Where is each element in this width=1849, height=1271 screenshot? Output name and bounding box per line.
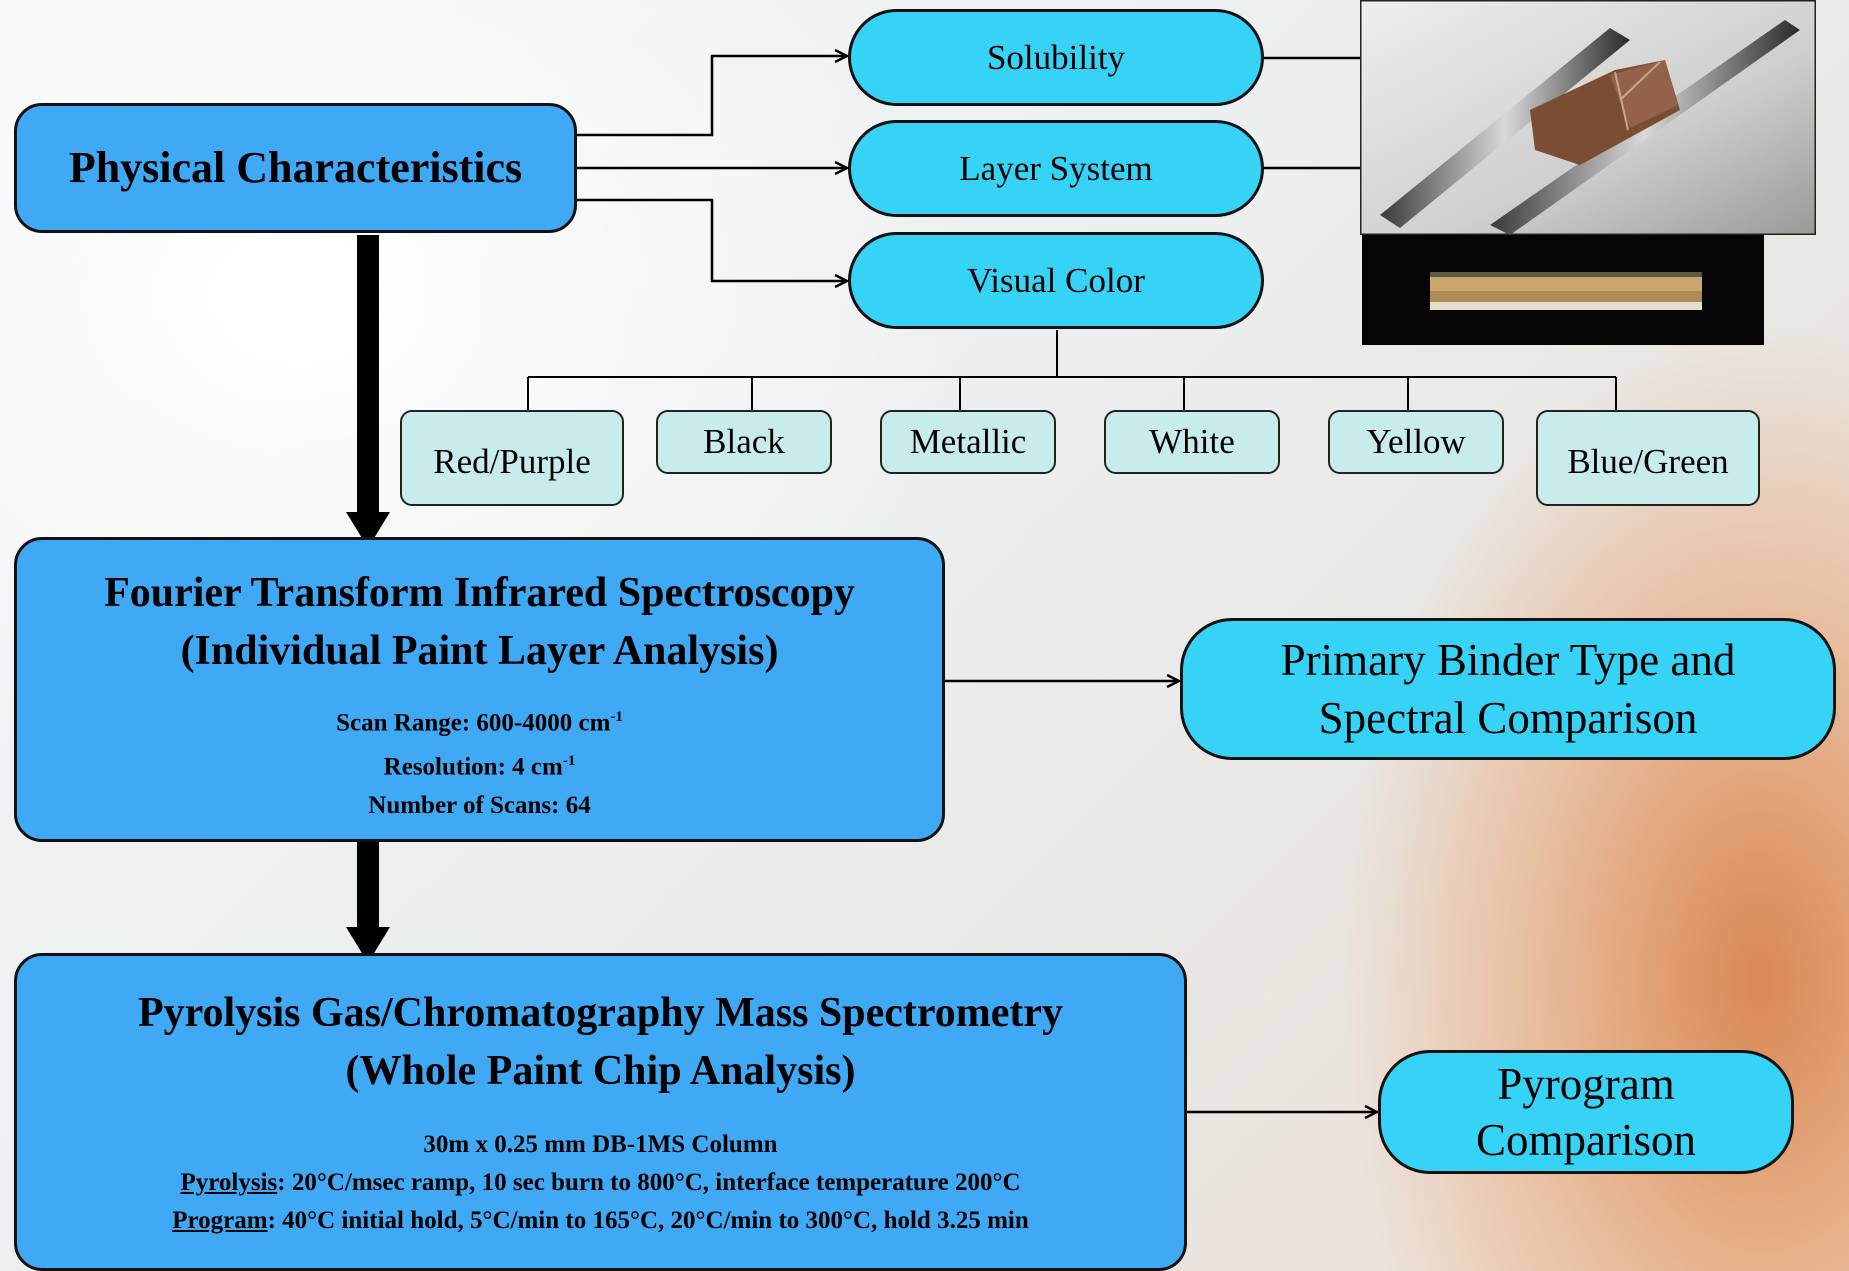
layer-system-label: Layer System: [959, 148, 1153, 188]
ftir-title-line1: Fourier Transform Infrared Spectroscopy: [104, 570, 855, 616]
binder-type-result-label: Primary Binder Type and Spectral Compari…: [1280, 635, 1736, 743]
tweezers-paint-chip-photo: [1360, 0, 1816, 235]
solubility-label: Solubility: [986, 37, 1126, 77]
color-chip-label: Metallic: [909, 422, 1027, 461]
color-chip-label: White: [1149, 422, 1235, 461]
ftir-number-of-scans: Number of Scans: 64: [368, 791, 591, 819]
ftir-scan-range: Scan Range: 600-4000 cm-1: [336, 709, 623, 737]
color-chip-black: Black: [656, 410, 832, 474]
color-chip-label: Blue/Green: [1567, 442, 1729, 481]
color-chip-label: Red/Purple: [433, 442, 591, 481]
thick-arrow-1-head: [346, 512, 390, 548]
color-chip-metallic: Metallic: [880, 410, 1056, 474]
visual-color-label: Visual Color: [967, 260, 1145, 300]
color-chip-label: Black: [703, 422, 785, 461]
pygcms-column: 30m x 0.25 mm DB-1MS Column: [423, 1131, 778, 1158]
visual-color-pill: Visual Color: [848, 232, 1264, 329]
arrow-to-visual-color: [577, 198, 846, 281]
layer-cross-section-photo: [1362, 235, 1764, 345]
thick-arrow-2-head: [346, 927, 390, 963]
solubility-pill: Solubility: [848, 9, 1264, 106]
pygcms-program: Program: 40°C initial hold, 5°C/min to 1…: [172, 1207, 1029, 1234]
color-chip-yellow: Yellow: [1328, 410, 1504, 474]
color-chip-white: White: [1104, 410, 1280, 474]
pyrogram-result-label: Pyrogram Comparison: [1476, 1059, 1696, 1165]
pygcms-box: Pyrolysis Gas/Chromatography Mass Spectr…: [14, 953, 1187, 1271]
color-chip-label: Yellow: [1366, 422, 1466, 461]
pyrogram-result-pill: Pyrogram Comparison: [1378, 1050, 1794, 1174]
binder-type-result-pill: Primary Binder Type and Spectral Compari…: [1180, 618, 1836, 760]
ftir-resolution: Resolution: 4 cm-1: [383, 753, 576, 781]
color-chip-red-purple: Red/Purple: [400, 410, 624, 506]
physical-characteristics-box: Physical Characteristics: [14, 103, 577, 233]
pygcms-title-line1: Pyrolysis Gas/Chromatography Mass Spectr…: [137, 990, 1064, 1036]
pygcms-title-line2: (Whole Paint Chip Analysis): [345, 1048, 856, 1094]
color-chip-blue-green: Blue/Green: [1536, 410, 1760, 506]
ftir-box: Fourier Transform Infrared Spectroscopy …: [14, 537, 945, 842]
arrow-to-solubility: [577, 56, 846, 137]
ftir-title-line2: (Individual Paint Layer Analysis): [180, 628, 779, 674]
physical-characteristics-title: Physical Characteristics: [68, 143, 523, 192]
layer-system-pill: Layer System: [848, 120, 1264, 217]
pygcms-pyrolysis: Pyrolysis: 20°C/msec ramp, 10 sec burn t…: [180, 1169, 1021, 1196]
